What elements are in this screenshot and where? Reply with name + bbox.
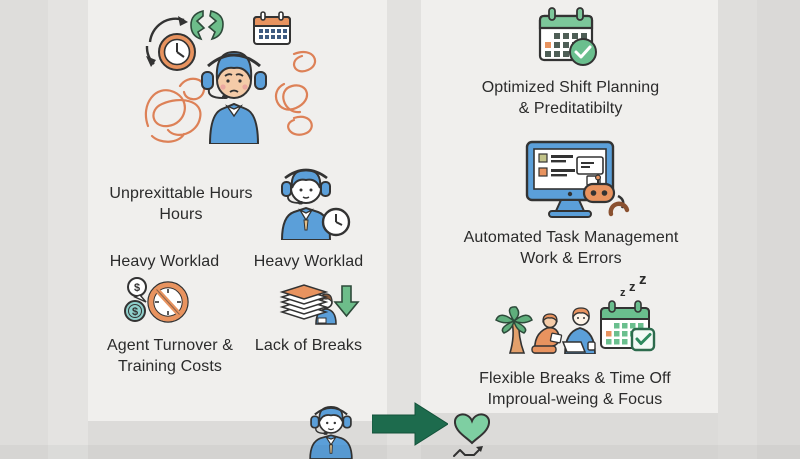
label-heavy-workload-right: Heavy Worklad (253, 253, 364, 270)
label-line: & Preditatibilty (518, 100, 623, 117)
calendar-check-icon (536, 6, 602, 68)
person-laptop-icon (561, 306, 599, 354)
label-line: Training Costs (118, 358, 222, 375)
label-line: Flexible Breaks & Time Off (479, 370, 671, 387)
scribble-icon (138, 72, 216, 146)
label-lack-of-breaks: Lack of Breaks (254, 337, 363, 354)
sleep-z: z (629, 279, 636, 294)
label-task-management: Automated Task Management Work & Errors (452, 227, 690, 269)
refresh-clock-icon (142, 12, 202, 74)
calendar-icon (251, 11, 293, 46)
agent-icon (305, 404, 357, 459)
sleep-z: z (639, 271, 647, 288)
bottom-shade (0, 445, 800, 459)
paper-stack-down-icon (278, 280, 360, 326)
label-unpredictable-hours: Unprexittable Hours Hours (96, 183, 266, 225)
arrow-right-icon (372, 402, 448, 446)
heart-growth-icon (450, 406, 494, 459)
label-line: Unprexittable Hours (109, 185, 253, 202)
label-line: Improual-weing & Focus (487, 391, 663, 408)
label-line: Automated Task Management (463, 229, 679, 246)
label-line: Agent Turnover & (106, 337, 234, 354)
label-line: Hours (159, 206, 203, 223)
bg-strip-center-gap (387, 0, 421, 459)
label-line: Work & Errors (520, 250, 622, 267)
dollar-sign: $ (134, 282, 140, 294)
bg-strip-left (0, 0, 48, 459)
stressed-agent-icon (196, 40, 272, 144)
palm-tree-icon (494, 306, 534, 354)
dollar-sign: $ (132, 306, 138, 318)
label-flexible-breaks: Flexible Breaks & Time Off Improual-wein… (455, 368, 695, 410)
sleep-z: z (620, 287, 626, 299)
label-agent-turnover: Agent Turnover & Training Costs (95, 335, 245, 377)
label-heavy-workload-left: Heavy Worklad (109, 253, 220, 270)
bg-strip-right (718, 0, 757, 459)
monitor-robot-icon (521, 140, 631, 218)
label-line: Optimized Shift Planning (481, 79, 660, 96)
broken-pieces-icon (186, 8, 228, 42)
sitting-person-icon (529, 312, 565, 354)
bg-strip-right-edge (757, 0, 800, 459)
label-shift-planning: Optimized Shift Planning & Preditatibilt… (458, 77, 683, 119)
money-ban-icon: $ $ (122, 276, 192, 326)
scribble-icon (266, 46, 324, 142)
bg-strip-left-light (48, 0, 88, 459)
sleep-calendar-icon (599, 300, 657, 352)
agent-clock-icon (274, 164, 352, 240)
